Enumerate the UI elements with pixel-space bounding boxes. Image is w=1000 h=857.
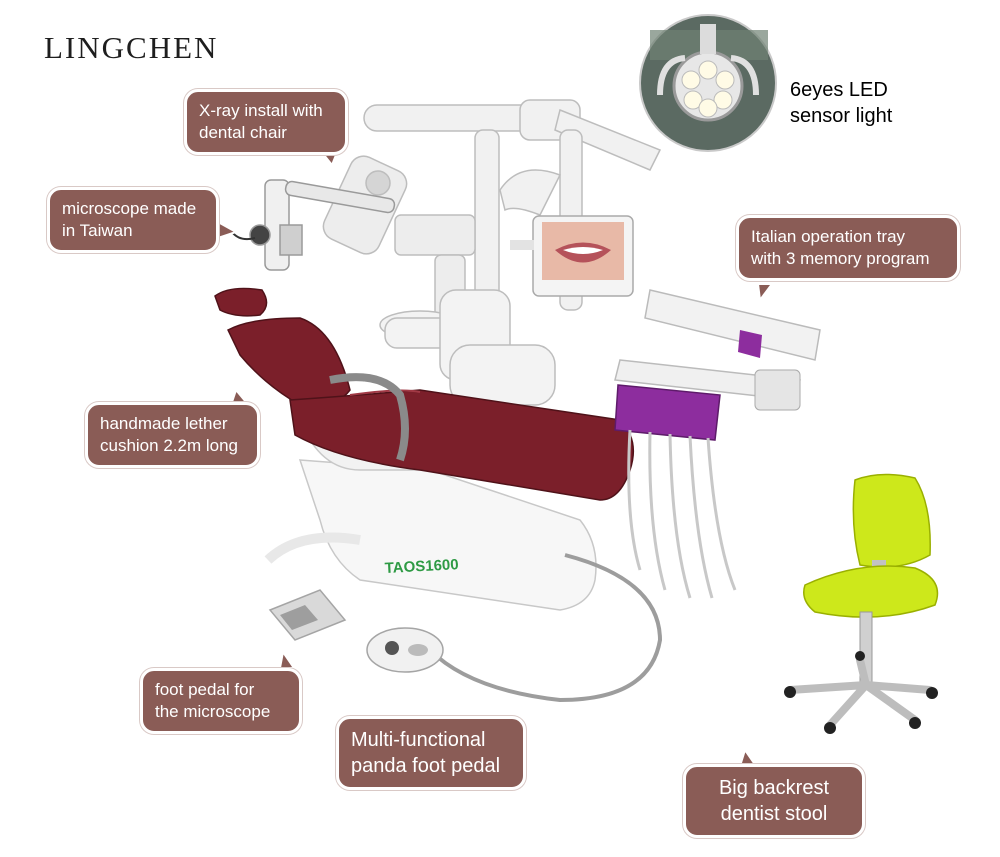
callout-line: handmade lether [100,414,228,433]
callout-line: Big backrest [718,777,830,799]
intraoral-monitor [510,215,634,297]
callout-xray: X-ray install with dental chair [184,89,348,155]
callout-line: panda foot pedal [351,755,501,777]
callout-line: dentist stool [720,803,828,825]
callout-line: the microscope [155,702,271,721]
callout-line: foot pedal for [155,680,255,699]
chair-model-label: TAOS1600 [384,556,459,577]
callout-cushion: handmade lether cushion 2.2m long [85,402,260,468]
callout-panda-pedal: Multi-functional panda foot pedal [336,716,526,790]
callout-line: in Taiwan [62,221,133,240]
callout-microscope: microscope made in Taiwan [47,187,219,253]
callout-foot-microscope: foot pedal for the microscope [140,668,302,734]
light-label: 6eyes LED sensor light [790,77,892,129]
panda-foot-pedal [366,627,444,673]
pedal-hose [428,553,663,703]
callout-line: Italian operation tray [751,227,906,246]
callout-line: cushion 2.2m long [100,436,238,455]
callout-tray: Italian operation tray with 3 memory pro… [736,215,960,281]
cuspidor [379,289,556,406]
brand-logo: LINGCHEN [44,30,219,65]
dentist-stool [784,473,939,734]
light-label-line: 6eyes LED [790,79,888,101]
callout-line: microscope made [62,199,197,218]
chair-upholstery [214,287,635,501]
microscope [231,179,396,271]
led-light-inset [639,14,777,152]
armrest [329,373,409,462]
callout-line: Multi-functional [351,729,486,751]
callout-stool: Big backrest dentist stool [683,764,865,838]
operation-tray [614,289,821,599]
microscope-foot-pedal [268,589,347,641]
callout-line: with 3 memory program [751,249,930,268]
light-label-line: sensor light [790,105,893,127]
callout-line: dental chair [199,123,287,142]
callout-line: X-ray install with [199,101,323,120]
